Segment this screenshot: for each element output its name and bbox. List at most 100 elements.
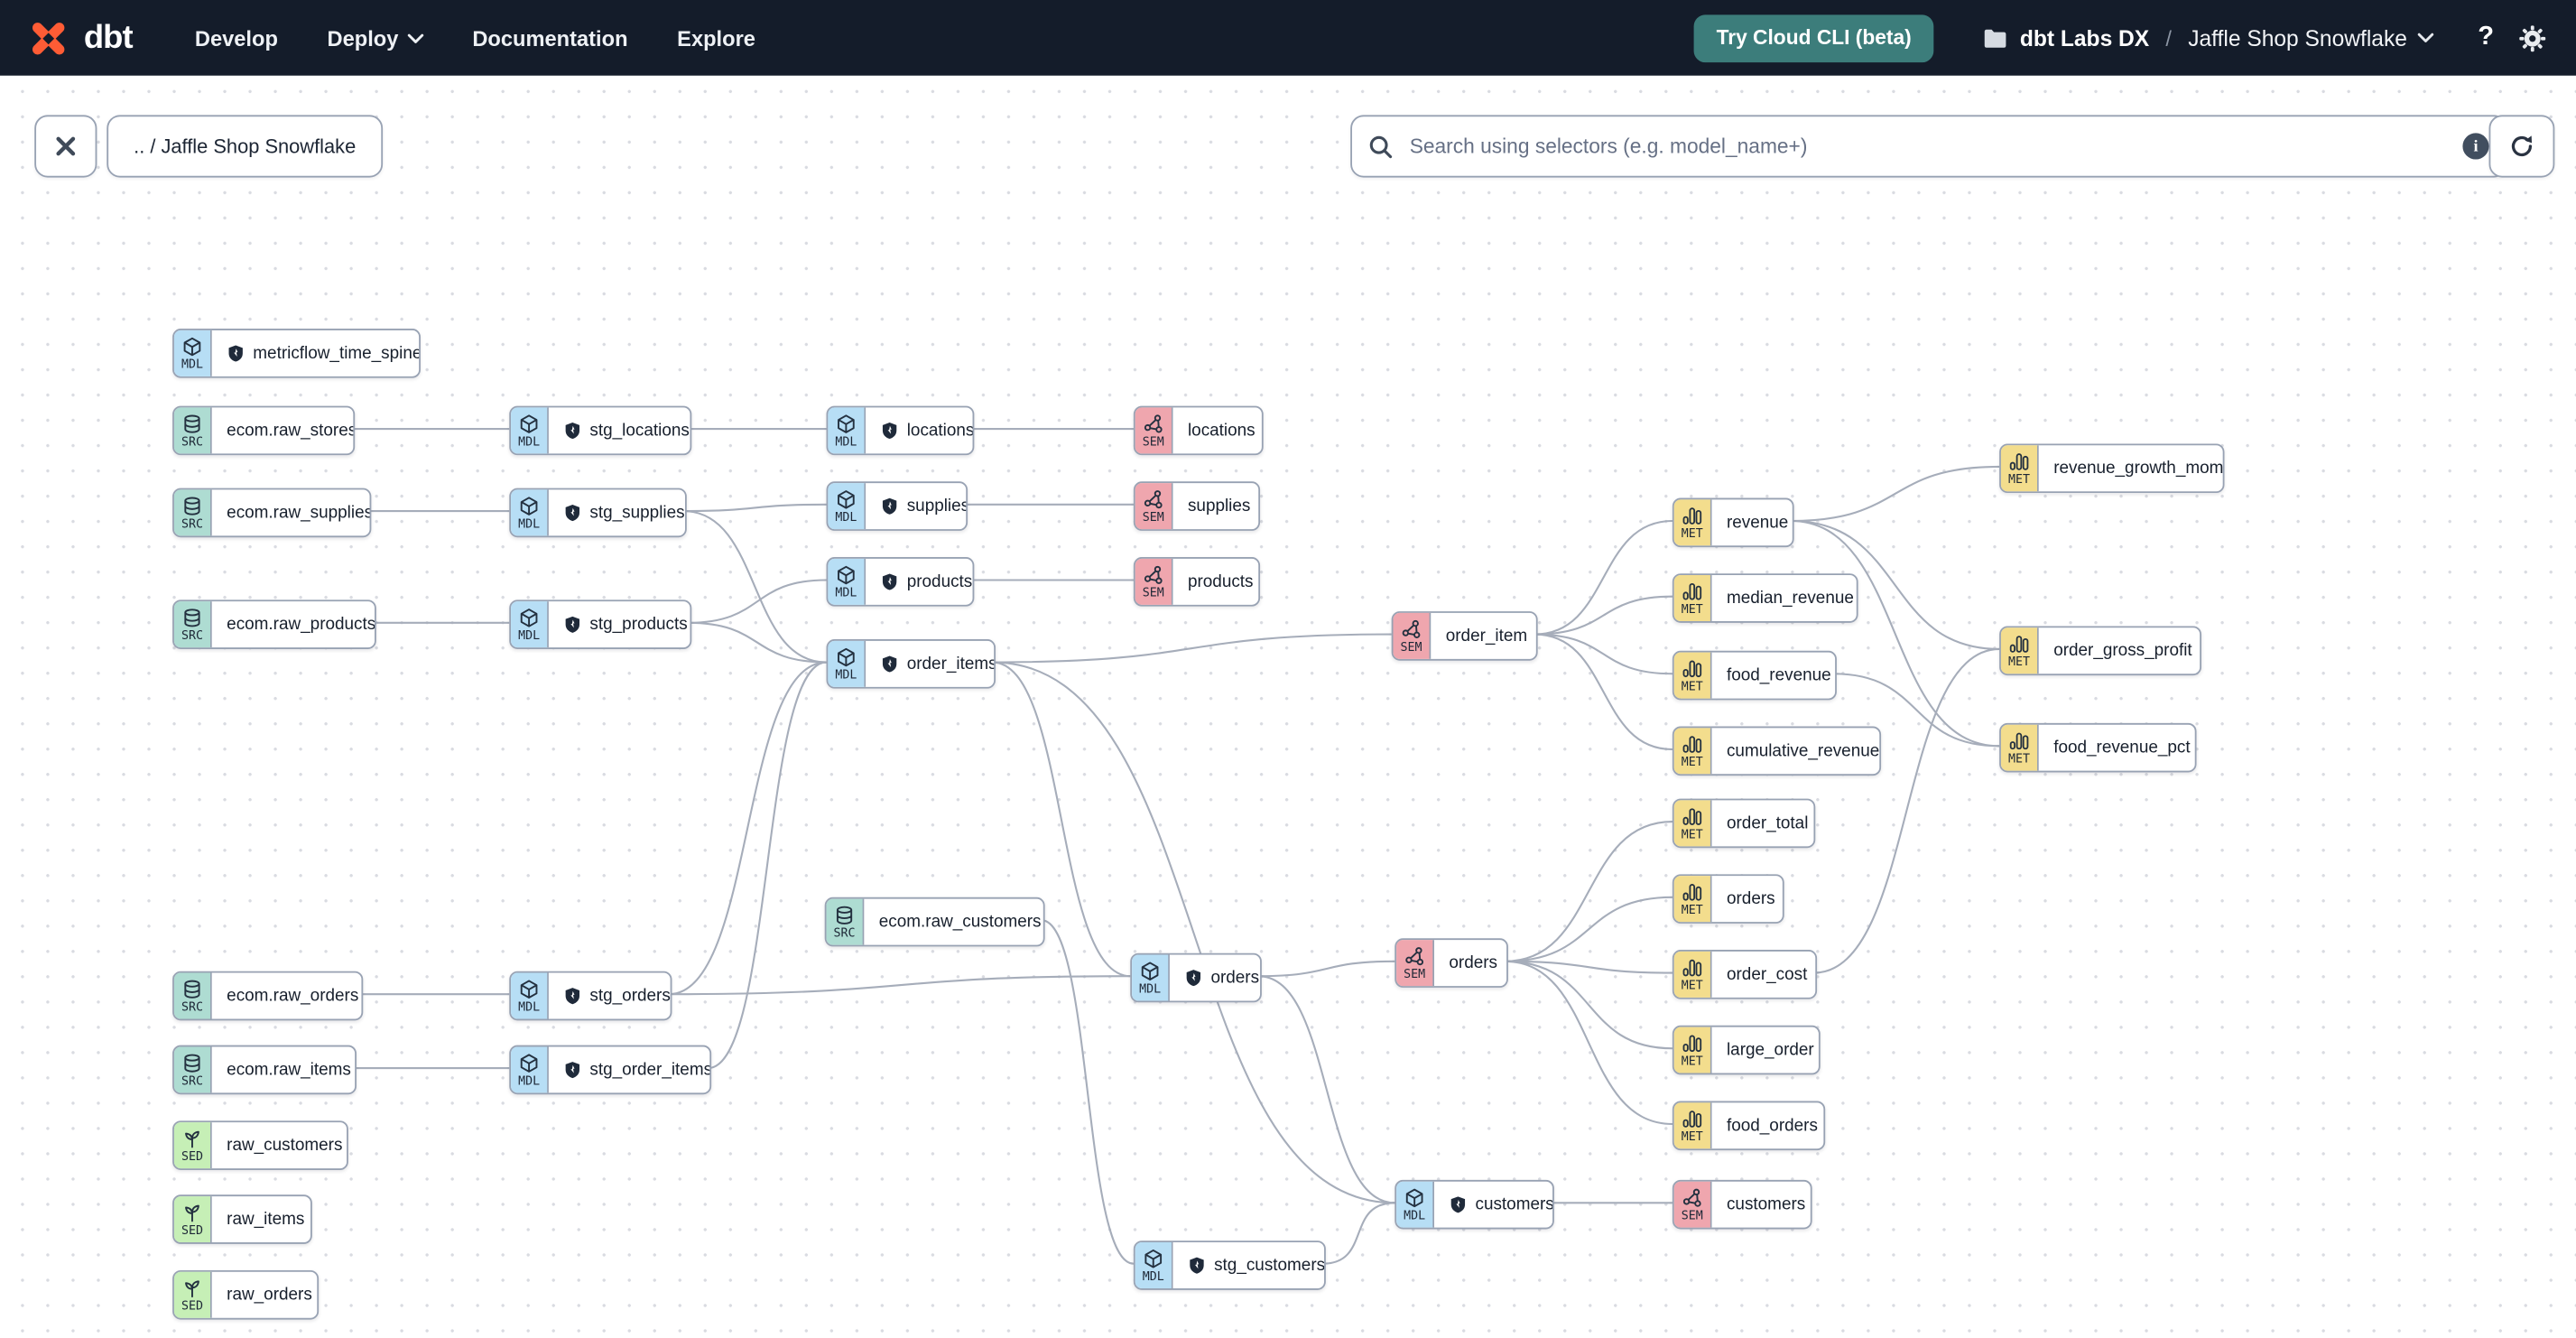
nav-item-develop[interactable]: Develop (194, 25, 278, 51)
node-type-label: MET (2007, 654, 2030, 669)
account-switcher[interactable]: dbt Labs DX (1984, 25, 2149, 51)
node-body: ecom.raw_products (212, 601, 375, 647)
node-type-label: MDL (1139, 980, 1162, 997)
dbt-logo[interactable]: dbt (26, 15, 134, 60)
node-label: large_order (1726, 1041, 1814, 1060)
metric-chart-icon (1682, 1110, 1702, 1129)
node-label: food_orders (1726, 1116, 1818, 1135)
shield-icon (565, 616, 579, 633)
edge-met_order_cost-to-met_order_gross_profit (1813, 647, 2000, 974)
shield-icon (565, 988, 579, 1005)
node-type-label: SEM (1142, 509, 1164, 525)
node-label: ecom.raw_supplies (227, 503, 370, 522)
cube-icon (519, 1054, 539, 1073)
node-label: customers (1475, 1195, 1553, 1214)
edge-stg_orders-to-orders (668, 975, 1131, 996)
node-label: ecom.raw_orders (227, 987, 359, 1006)
breadcrumb[interactable]: .. / Jaffle Shop Snowflake (107, 115, 384, 178)
nav-item-explore[interactable]: Explore (677, 25, 755, 51)
metric-chart-icon (1682, 735, 1702, 755)
lineage-canvas[interactable] (0, 75, 2576, 1338)
close-button[interactable] (34, 115, 97, 178)
cube-icon (182, 337, 202, 357)
help-icon[interactable]: ? (2478, 23, 2494, 51)
metric-chart-icon (1682, 807, 1702, 827)
chevron-down-icon (2418, 33, 2434, 42)
nav-item-deploy[interactable]: Deploy (328, 25, 423, 51)
nav-item-documentation[interactable]: Documentation (472, 25, 628, 51)
header-separator: / (2165, 25, 2173, 51)
node-body: customers (1712, 1182, 1811, 1228)
try-cloud-cli-button[interactable]: Try Cloud CLI (beta) (1693, 14, 1935, 62)
cube-icon (836, 565, 856, 585)
node-type-label: SEM (1400, 639, 1422, 655)
cube-icon (1404, 1188, 1424, 1208)
node-met_median_revenue[interactable]: MET median_revenue (1672, 573, 1858, 623)
node-type-badge: MET (2000, 627, 2039, 674)
database-icon (182, 414, 202, 434)
node-type-label: MET (1681, 977, 1703, 993)
node-type-label: SEM (1404, 966, 1426, 981)
node-label: raw_customers (227, 1136, 343, 1155)
close-icon (56, 136, 76, 156)
project-switcher[interactable]: Jaffle Shop Snowflake (2188, 25, 2435, 51)
node-type-label: SED (181, 1222, 203, 1238)
main-nav: Develop Deploy Documentation Explore (195, 25, 755, 50)
node-type-label: MET (1681, 826, 1703, 841)
edge-orders-to-sem_orders (1258, 960, 1395, 978)
metric-chart-icon (1682, 882, 1702, 902)
gear-icon[interactable] (2518, 23, 2546, 51)
search-input[interactable] (1406, 133, 2463, 160)
refresh-button[interactable] (2488, 115, 2555, 178)
info-icon[interactable]: i (2462, 133, 2489, 160)
node-type-badge: MDL (1135, 1242, 1173, 1288)
node-body: raw_orders (212, 1272, 317, 1318)
node-body: cumulative_revenue (1712, 728, 1879, 774)
node-label: median_revenue (1726, 589, 1854, 608)
edge-met_food_revenue-to-met_food_revenue_pct (1833, 673, 2000, 748)
node-type-label: MET (1681, 601, 1703, 617)
node-type-badge: MDL (511, 407, 549, 454)
node-label: ecom.raw_products (227, 615, 375, 634)
